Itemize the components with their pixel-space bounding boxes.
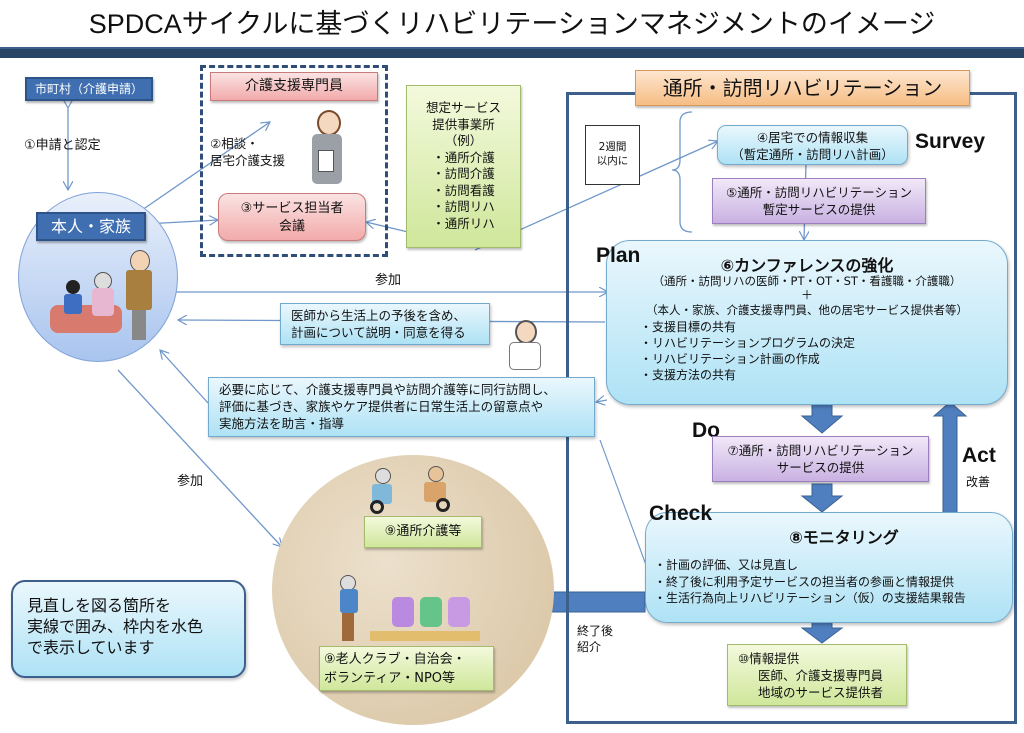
accompany-visit-box: 必要に応じて、介護支援専門員や訪問介護等に同行訪問し、 評価に基づき、家族やケア… (208, 377, 595, 437)
service-providers-box: 想定サービス 提供事業所 （例） ・通所介護 ・訪問介護 ・訪問看護 ・訪問リハ… (406, 85, 521, 248)
care-manager-illustration (306, 110, 348, 188)
service-provision-box: ⑦通所・訪問リハビリテーション サービスの提供 (712, 436, 929, 482)
plan-label: Plan (596, 244, 641, 267)
within-two-weeks-box: 2週間 以内に (585, 125, 640, 185)
day-care-box: ⑨通所介護等 (364, 516, 482, 548)
conference-sub1: （通所・訪問リハの医師・PT・OT・ST・看護職・介護職） (652, 274, 962, 288)
service-meeting-box: ③サービス担当者 会議 (218, 193, 366, 241)
conference-box (606, 240, 1008, 405)
act-label: Act (962, 444, 996, 467)
conference-sub2: （本人・家族、介護支援専門員、他の居宅サービス提供者等） (646, 303, 968, 317)
monitoring-bullets: ・計画の評価、又は見直し ・終了後に利用予定サービスの担当者の参画と情報提供 ・… (654, 558, 966, 605)
conference-plus: ＋ (800, 288, 813, 302)
info-gathering-box: ④居宅での情報収集 （暫定通所・訪問リハ計画） (717, 125, 908, 165)
monitoring-title: ⑧モニタリング (789, 528, 899, 547)
after-end-label: 終了後 紹介 (577, 624, 614, 654)
wheelchair-illustration (370, 462, 455, 514)
community-people-illustration (340, 575, 480, 645)
info-provision-box: ⑩情報提供 医師、介護支援専門員 地域のサービス提供者 (727, 644, 907, 706)
survey-label: Survey (915, 130, 986, 153)
act-sub-label: 改善 (966, 475, 991, 489)
page-title: SPDCAサイクルに基づくリハビリテーションマネジメントのイメージ (88, 9, 936, 39)
doctor-illustration (505, 320, 545, 370)
care-manager-group (200, 65, 388, 257)
arrow-advice-to-family (160, 350, 209, 404)
doctor-explain-box: 医師から生活上の予後を含め、 計画について説明・同意を得る (280, 303, 490, 345)
family-illustration (50, 250, 160, 345)
care-manager-box: 介護支援専門員 (210, 72, 378, 101)
check-label: Check (649, 502, 713, 525)
participate-label-bottom: 参加 (177, 474, 204, 489)
step1-label: ①申請と認定 (24, 138, 101, 153)
title-divider (0, 47, 1024, 58)
legend-note: 見直しを図る箇所を 実線で囲み、枠内を水色 で表示しています (11, 580, 246, 678)
monitoring-box (645, 512, 1013, 623)
community-clubs-box: ⑨老人クラブ・自治会・ ボランティア・NPO等 (319, 646, 494, 691)
family-label: 本人・家族 (36, 212, 146, 241)
provisional-service-box: ⑤通所・訪問リハビリテーション 暫定サービスの提供 (712, 178, 926, 224)
step2-label: ②相談・ 居宅介護支援 (210, 136, 286, 168)
conference-title: ⑥カンファレンスの強化 (720, 256, 894, 275)
conference-bullets: ・支援目標の共有 ・リハビリテーションプログラムの決定 ・リハビリテーション計画… (640, 320, 856, 382)
municipality-box: 市町村（介護申請） (25, 77, 153, 101)
participate-label-top: 参加 (375, 273, 402, 288)
rehab-header: 通所・訪問リハビリテーション (635, 70, 970, 106)
